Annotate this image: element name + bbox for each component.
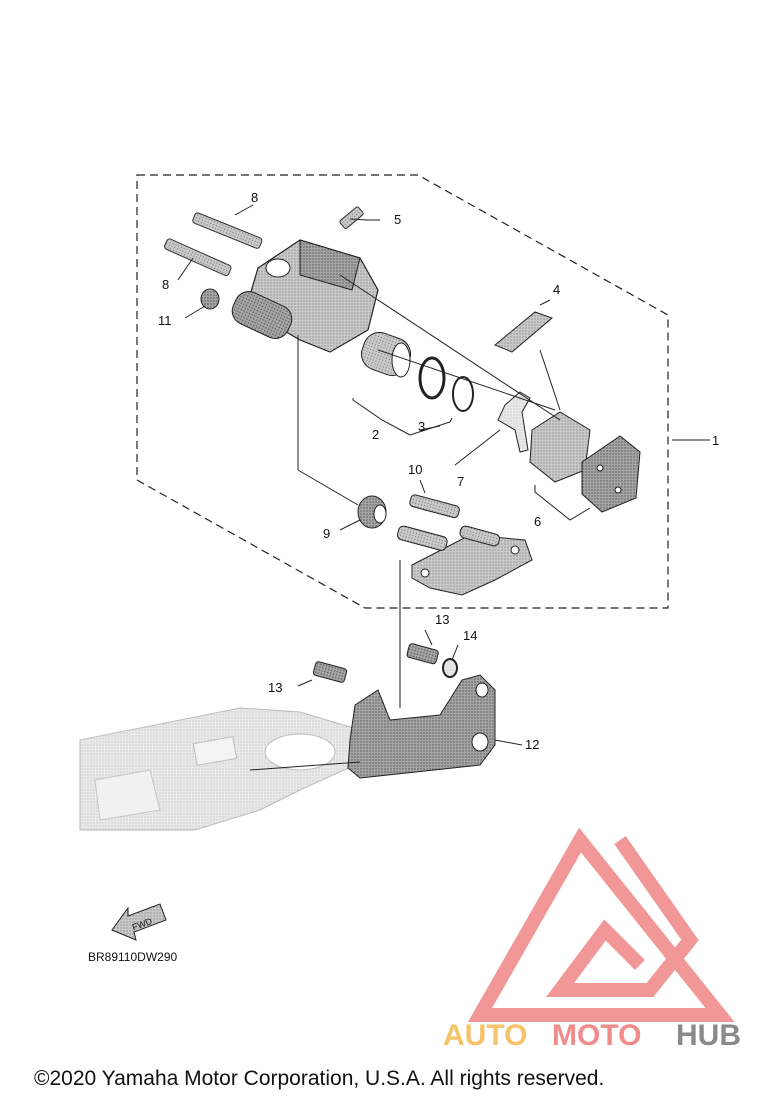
callout-9: 9 <box>323 526 330 541</box>
callout-5: 5 <box>394 212 401 227</box>
dust-seal <box>452 376 474 412</box>
boot-seal <box>200 288 220 310</box>
bleed-screw <box>339 206 369 229</box>
automotohub-logo-icon <box>467 827 735 1022</box>
brake-pad-outer <box>581 435 641 513</box>
swingarm <box>79 707 361 831</box>
callout-8-lower: 8 <box>162 277 169 292</box>
callout-8-upper: 8 <box>251 190 258 205</box>
bracket-bolt-upper <box>406 643 439 665</box>
callout-7: 7 <box>457 474 464 489</box>
callout-13-lower: 13 <box>268 680 282 695</box>
pad-shim <box>494 311 553 353</box>
callout-11: 11 <box>158 313 172 328</box>
slide-pin <box>409 494 460 519</box>
callout-4: 4 <box>553 282 560 297</box>
callout-13-upper: 13 <box>435 612 449 627</box>
copyright: ©2020 Yamaha Motor Corporation, U.S.A. A… <box>34 1067 604 1090</box>
washer <box>442 658 458 678</box>
piston <box>360 331 412 378</box>
automotohub-watermark: AUTO MOTO HUB <box>443 1019 741 1052</box>
watermark-hub: HUB <box>676 1019 741 1052</box>
bracket-bolt-lower <box>312 661 348 683</box>
callouts: 1 2 3 4 5 6 7 8 8 9 10 11 12 13 13 14 <box>158 190 719 752</box>
callout-3: 3 <box>418 419 425 434</box>
watermark-auto: AUTO <box>443 1019 527 1052</box>
callout-2: 2 <box>372 427 379 442</box>
callout-6: 6 <box>534 514 541 529</box>
callout-14: 14 <box>463 628 477 643</box>
bracket-mount <box>347 674 496 779</box>
diagram-code: BR89110DW290 <box>88 950 177 964</box>
callout-10: 10 <box>408 462 422 477</box>
brake-pad-inner <box>529 411 591 483</box>
slide-pin-boot <box>357 495 387 529</box>
piston-seal <box>418 356 446 400</box>
callout-12: 12 <box>525 737 539 752</box>
fwd-arrow-icon: FWD <box>111 903 167 941</box>
caliper-bolt-lower <box>163 238 232 277</box>
watermark-moto: MOTO <box>552 1019 641 1052</box>
caliper-bolt-upper <box>192 212 263 249</box>
caliper-bracket <box>397 525 533 596</box>
assembly-boundary <box>136 174 669 609</box>
callout-1: 1 <box>712 433 719 448</box>
pad-spring <box>497 391 531 453</box>
leader-lines <box>177 204 710 771</box>
caliper-body <box>231 239 379 353</box>
